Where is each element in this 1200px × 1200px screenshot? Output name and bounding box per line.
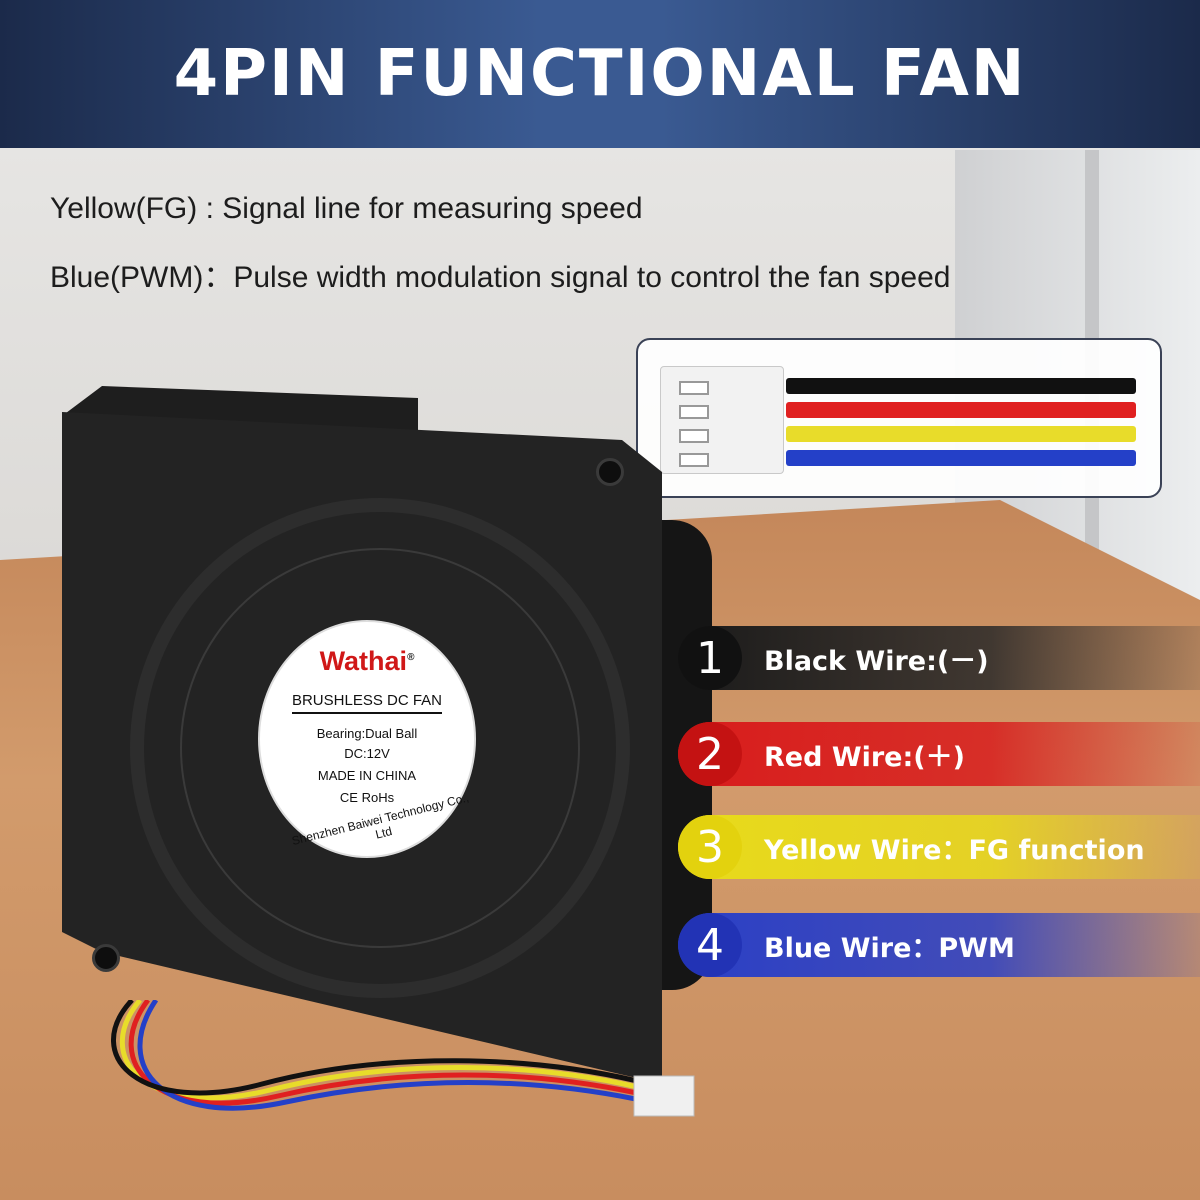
wire-number-3: 3 bbox=[678, 815, 742, 879]
origin-text: MADE IN CHINA bbox=[317, 768, 417, 783]
connector-pin bbox=[679, 405, 709, 419]
wire-label-red: Red Wire:(＋) bbox=[764, 741, 965, 773]
wire-label-blue: Blue Wire：PWM bbox=[764, 932, 1015, 964]
certification-text: CE RoHs bbox=[339, 790, 395, 805]
connector-wire-blue bbox=[786, 450, 1136, 466]
yellow-wire-description: Yellow(FG) : Signal line for measuring s… bbox=[50, 192, 643, 225]
wire-number-4: 4 bbox=[678, 913, 742, 977]
fan-cable bbox=[111, 1000, 695, 1117]
wire-band-blue: 4 Blue Wire：PWM bbox=[678, 913, 1200, 977]
connector-wire-yellow bbox=[786, 426, 1136, 442]
connector-wire-black bbox=[786, 378, 1136, 394]
blue-wire-description: Blue(PWM)：Pulse width modulation signal … bbox=[50, 261, 951, 294]
wire-band-red: 2 Red Wire:(＋) bbox=[678, 722, 1200, 786]
connector-pin bbox=[679, 429, 709, 443]
connector-inset bbox=[636, 338, 1162, 498]
wire-label-yellow: Yellow Wire：FG function bbox=[764, 834, 1145, 866]
wire-number-2: 2 bbox=[678, 722, 742, 786]
fan-type: BRUSHLESS DC FAN bbox=[260, 692, 474, 714]
connector-wire-red bbox=[786, 402, 1136, 418]
voltage-spec: DC:12V bbox=[344, 746, 390, 761]
mounting-hole bbox=[596, 458, 624, 486]
mounting-hole bbox=[92, 944, 120, 972]
connector-pin bbox=[679, 381, 709, 395]
bearing-spec: Bearing:Dual Ball bbox=[316, 726, 418, 741]
fan-label: Wathai® BRUSHLESS DC FAN Bearing:Dual Ba… bbox=[258, 620, 476, 858]
wire-band-yellow: 3 Yellow Wire：FG function bbox=[678, 815, 1200, 879]
connector-housing bbox=[660, 366, 784, 474]
page-title: 4PIN FUNCTIONAL FAN bbox=[173, 37, 1027, 111]
wire-label-black: Black Wire:(－) bbox=[764, 645, 989, 677]
title-banner: 4PIN FUNCTIONAL FAN bbox=[0, 0, 1200, 148]
connector-pin bbox=[679, 453, 709, 467]
wire-number-1: 1 bbox=[678, 626, 742, 690]
brand-name: Wathai® bbox=[319, 646, 415, 676]
wire-band-black: 1 Black Wire:(－) bbox=[678, 626, 1200, 690]
fan-inner-ring bbox=[180, 548, 580, 948]
